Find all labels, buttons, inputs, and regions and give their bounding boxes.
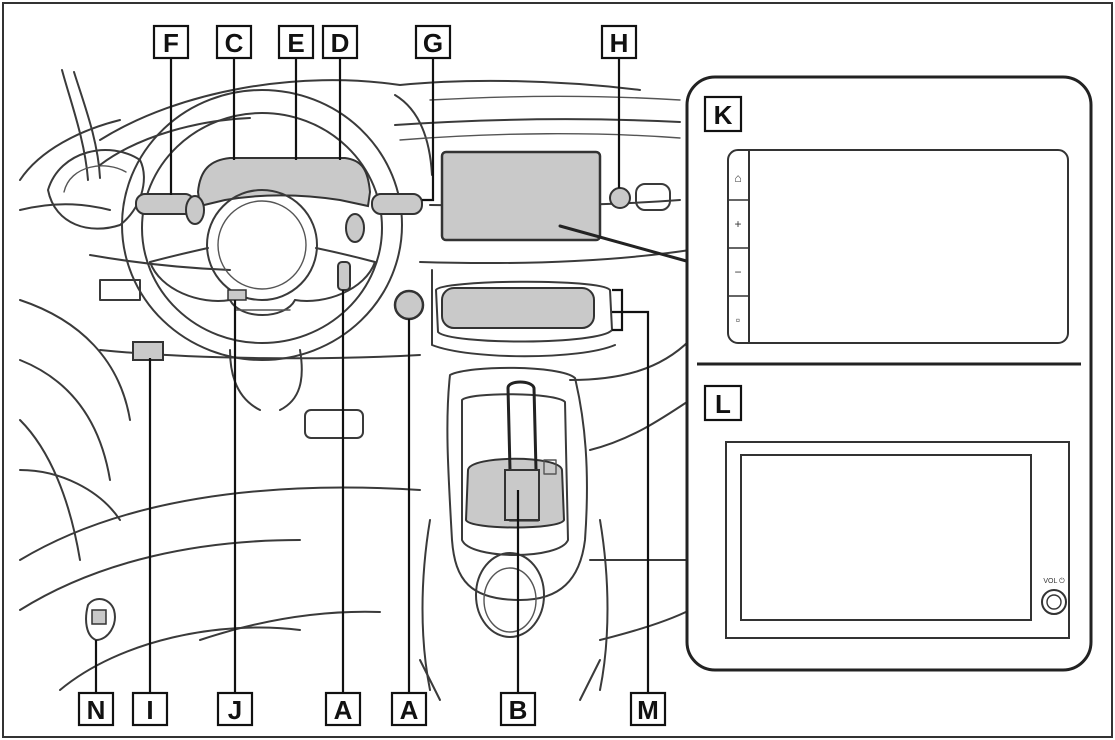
leader-lines — [94, 58, 650, 693]
right-stalk — [371, 193, 423, 215]
square-icon: ▫ — [736, 313, 740, 327]
svg-text:B: B — [509, 695, 528, 725]
callout-a-left: A — [324, 691, 362, 727]
svg-text:E: E — [287, 28, 304, 58]
power-icon: VOL ⏻ — [1043, 577, 1065, 585]
callout-l: L — [703, 384, 743, 422]
svg-text:A: A — [334, 695, 353, 725]
svg-text:G: G — [423, 28, 443, 58]
svg-text:C: C — [225, 28, 244, 58]
display-l: VOL ⏻ — [725, 441, 1070, 639]
svg-text:K: K — [714, 100, 733, 130]
svg-text:N: N — [87, 695, 106, 725]
power-volume-knob — [1041, 589, 1067, 615]
callout-labels: F C E D G H K L — [77, 24, 743, 727]
display-k: ⌂ + − ▫ — [727, 149, 1069, 344]
svg-text:F: F — [163, 28, 179, 58]
callout-h: H — [600, 24, 638, 60]
callout-a-right: A — [390, 691, 428, 727]
svg-text:M: M — [637, 695, 659, 725]
svg-text:L: L — [715, 389, 731, 419]
plus-icon: + — [734, 217, 741, 231]
svg-text:H: H — [610, 28, 629, 58]
callout-f: F — [152, 24, 190, 60]
callout-c: C — [215, 24, 253, 60]
callout-i: I — [131, 691, 169, 727]
svg-text:I: I — [146, 695, 153, 725]
callout-k: K — [703, 95, 743, 133]
callout-j: J — [216, 691, 254, 727]
callout-b: B — [499, 691, 537, 727]
callout-n: N — [77, 691, 115, 727]
dashboard-illustration — [19, 69, 692, 701]
callout-d: D — [321, 24, 359, 60]
svg-text:D: D — [331, 28, 350, 58]
callout-e: E — [277, 24, 315, 60]
svg-text:A: A — [400, 695, 419, 725]
display-variants-panel: ⌂ + − ▫ VOL ⏻ — [685, 75, 1093, 672]
home-icon: ⌂ — [734, 171, 741, 185]
callout-m: M — [629, 691, 667, 727]
callout-g: G — [414, 24, 452, 60]
svg-text:J: J — [228, 695, 242, 725]
minus-icon: − — [734, 265, 741, 279]
